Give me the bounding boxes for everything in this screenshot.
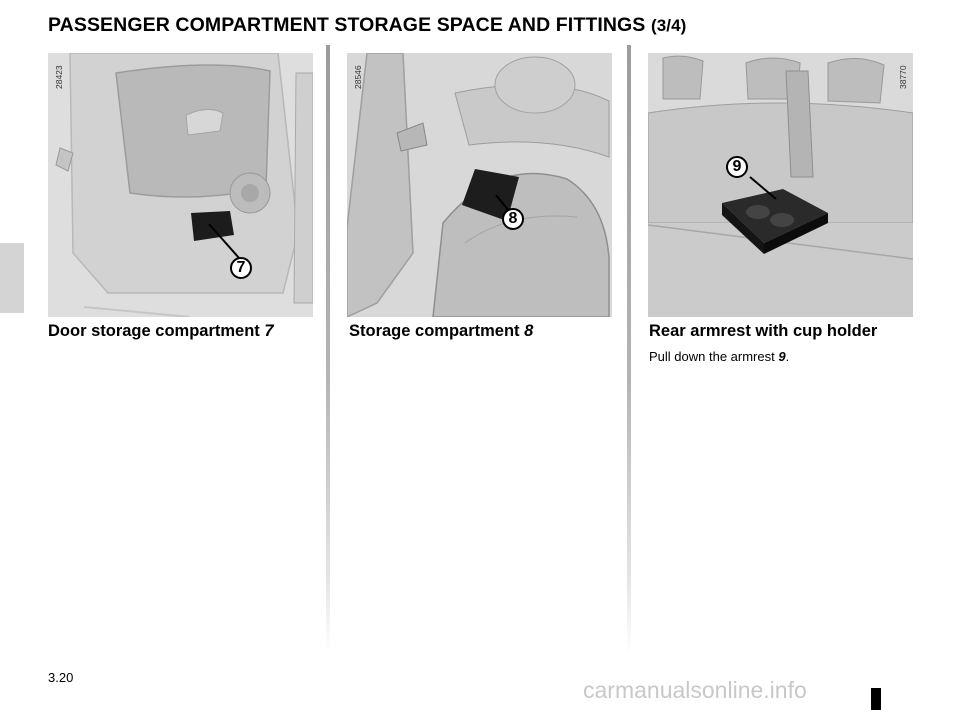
section-side-tab bbox=[0, 243, 24, 313]
caption-text: Door storage compartment bbox=[48, 322, 260, 340]
caption-ref: 7 bbox=[264, 322, 274, 340]
rear-armrest-instruction: Pull down the armrest 9. bbox=[649, 349, 789, 364]
rear-bench-illustration bbox=[648, 53, 913, 317]
figure-code: 28423 bbox=[54, 65, 64, 89]
watermark: carmanualsonline.info bbox=[583, 677, 807, 703]
storage-compartment-figure: 28546 8 bbox=[347, 53, 612, 317]
door-storage-caption: Door storage compartment 7 bbox=[48, 322, 274, 341]
door-storage-figure: 28423 7 bbox=[48, 53, 313, 317]
caption-text: Rear armrest with cup holder bbox=[649, 322, 878, 340]
figure-code: 28546 bbox=[353, 65, 363, 89]
door-illustration bbox=[48, 53, 313, 317]
rear-armrest-caption: Rear armrest with cup holder bbox=[649, 322, 877, 341]
page-title-part: (3/4) bbox=[650, 16, 687, 35]
pillar-seat-illustration bbox=[347, 53, 612, 317]
callout-8: 8 bbox=[502, 208, 524, 230]
instruction-end: . bbox=[785, 349, 790, 364]
instruction-ref: 9 bbox=[778, 349, 786, 364]
callout-7: 7 bbox=[230, 257, 252, 279]
page-number: 3.20 bbox=[48, 670, 74, 685]
column-divider bbox=[627, 45, 631, 655]
callout-9: 9 bbox=[726, 156, 748, 178]
page-corner-mark bbox=[871, 688, 881, 710]
instruction-text: Pull down the armrest bbox=[649, 349, 775, 364]
caption-text: Storage compartment bbox=[349, 322, 520, 340]
page-title: PASSENGER COMPARTMENT STORAGE SPACE AND … bbox=[48, 14, 686, 37]
page-title-main: PASSENGER COMPARTMENT STORAGE SPACE AND … bbox=[48, 14, 646, 36]
figure-code: 38770 bbox=[898, 65, 908, 89]
rear-armrest-figure: 38770 9 bbox=[648, 53, 913, 317]
column-divider bbox=[326, 45, 330, 655]
caption-ref: 8 bbox=[524, 322, 534, 340]
storage-compartment-caption: Storage compartment 8 bbox=[349, 322, 533, 341]
